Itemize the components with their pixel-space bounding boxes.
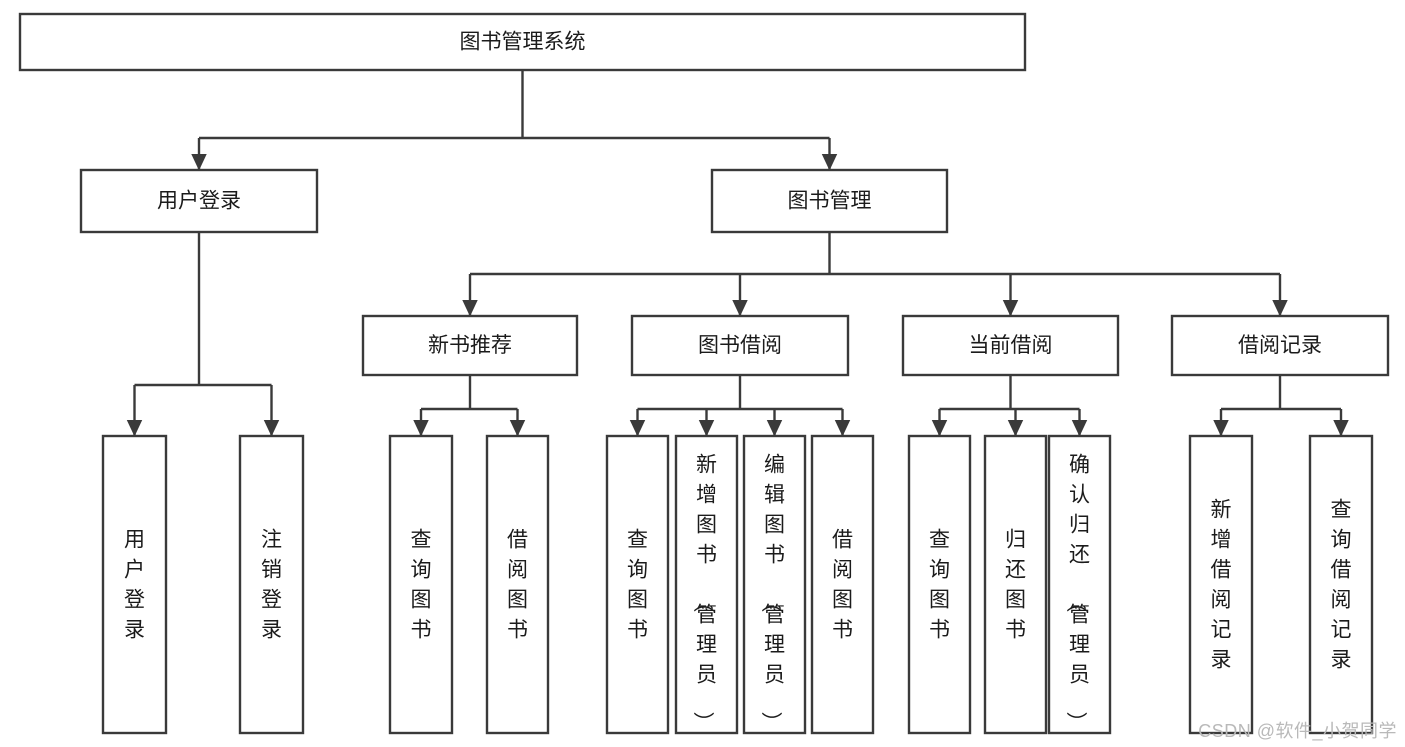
- node-leaf-query-borrow-record-label: 查询借阅记录: [1331, 499, 1352, 672]
- node-borrow-record-box[interactable]: [1170, 314, 1390, 377]
- node-borrow-record-label: 借阅记录: [1238, 334, 1322, 357]
- node-book-borrow-label: 图书借阅: [698, 334, 782, 357]
- node-new-book-recommend-label: 新书推荐: [428, 334, 512, 357]
- node-current-borrow-label: 当前借阅: [969, 334, 1053, 357]
- node-leaf-query-book-1[interactable]: 查询图书: [388, 434, 454, 735]
- node-leaf-edit-book[interactable]: 编辑图书（管理员）: [742, 434, 807, 735]
- node-leaf-query-book-3[interactable]: 查询图书: [907, 434, 972, 735]
- node-leaf-add-borrow-record-box[interactable]: [1188, 434, 1254, 735]
- node-leaf-add-book[interactable]: 新增图书（管理员）: [674, 434, 739, 735]
- node-book-borrow-box[interactable]: [630, 314, 850, 377]
- node-leaf-add-book-label: 新增图书（管理员）: [691, 454, 717, 733]
- root-node[interactable]: 图书管理系统: [18, 12, 1027, 72]
- csdn-watermark: CSDN @软件_小贺同学: [1198, 721, 1397, 741]
- node-leaf-query-borrow-record[interactable]: 查询借阅记录: [1308, 434, 1374, 735]
- node-leaf-return-book[interactable]: 归还图书: [983, 434, 1048, 735]
- node-leaf-add-borrow-record[interactable]: 新增借阅记录: [1188, 434, 1254, 735]
- node-book-borrow[interactable]: 图书借阅: [630, 314, 850, 377]
- node-leaf-logout-login-box[interactable]: [238, 434, 305, 735]
- node-leaf-return-book-box[interactable]: [983, 434, 1048, 735]
- node-leaf-user-login[interactable]: 用户登录: [101, 434, 168, 735]
- node-leaf-borrow-book-1[interactable]: 借阅图书: [485, 434, 550, 735]
- node-book-manage-box[interactable]: [710, 168, 949, 234]
- node-leaf-user-login-label: 用户登录: [124, 529, 145, 642]
- node-leaf-return-book-label: 归还图书: [1005, 529, 1026, 642]
- node-leaf-query-borrow-record-box[interactable]: [1308, 434, 1374, 735]
- node-current-borrow-box[interactable]: [901, 314, 1120, 377]
- connector-layer: [126, 70, 1349, 437]
- node-leaf-borrow-book-2-box[interactable]: [810, 434, 875, 735]
- node-leaf-logout-login-label: 注销登录: [261, 529, 282, 642]
- node-leaf-edit-book-box[interactable]: [742, 434, 807, 735]
- node-leaf-borrow-book-1-box[interactable]: [485, 434, 550, 735]
- node-leaf-add-borrow-record-label: 新增借阅记录: [1211, 499, 1232, 672]
- node-new-book-recommend-box[interactable]: [361, 314, 579, 377]
- node-leaf-query-book-3-label: 查询图书: [929, 529, 950, 642]
- root-node-label: 图书管理系统: [460, 31, 586, 54]
- node-leaf-query-book-3-box[interactable]: [907, 434, 972, 735]
- node-leaf-query-book-2[interactable]: 查询图书: [605, 434, 670, 735]
- node-leaf-logout-login[interactable]: 注销登录: [238, 434, 305, 735]
- node-leaf-add-book-box[interactable]: [674, 434, 739, 735]
- node-leaf-borrow-book-2-label: 借阅图书: [832, 529, 853, 642]
- node-user-login-label: 用户登录: [157, 190, 241, 213]
- node-current-borrow[interactable]: 当前借阅: [901, 314, 1120, 377]
- node-leaf-user-login-box[interactable]: [101, 434, 168, 735]
- node-new-book-recommend[interactable]: 新书推荐: [361, 314, 579, 377]
- root-node-box[interactable]: [18, 12, 1027, 72]
- node-leaf-query-book-1-label: 查询图书: [411, 529, 432, 642]
- node-leaf-edit-book-label: 编辑图书（管理员）: [759, 454, 785, 733]
- node-leaf-borrow-book-1-label: 借阅图书: [507, 529, 528, 642]
- node-leaf-confirm-return-label: 确认归还（管理员）: [1064, 454, 1090, 733]
- node-leaf-borrow-book-2[interactable]: 借阅图书: [810, 434, 875, 735]
- node-leaf-query-book-2-label: 查询图书: [627, 529, 648, 642]
- node-borrow-record[interactable]: 借阅记录: [1170, 314, 1390, 377]
- node-leaf-confirm-return[interactable]: 确认归还（管理员）: [1047, 434, 1112, 735]
- node-book-manage-label: 图书管理: [788, 190, 872, 213]
- node-leaf-query-book-2-box[interactable]: [605, 434, 670, 735]
- node-leaf-confirm-return-box[interactable]: [1047, 434, 1112, 735]
- node-user-login-box[interactable]: [79, 168, 319, 234]
- node-book-manage[interactable]: 图书管理: [710, 168, 949, 234]
- node-user-login[interactable]: 用户登录: [79, 168, 319, 234]
- node-leaf-query-book-1-box[interactable]: [388, 434, 454, 735]
- node-layer: 图书管理系统用户登录图书管理新书推荐图书借阅当前借阅借阅记录用户登录注销登录查询…: [18, 12, 1390, 735]
